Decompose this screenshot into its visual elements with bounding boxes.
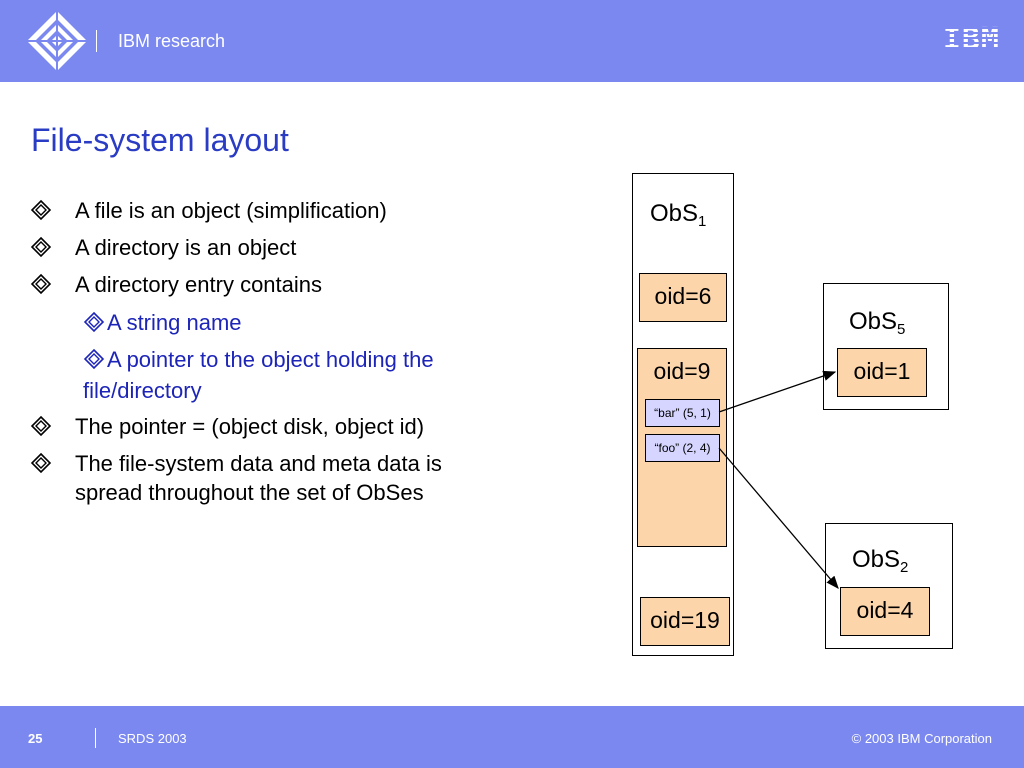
object-oid-4: oid=4 — [840, 587, 930, 636]
foo-pointer-arrow — [718, 447, 839, 589]
object-oid-19: oid=19 — [640, 597, 730, 646]
footer-divider — [95, 728, 96, 748]
ibm-logo: IBM — [942, 22, 1000, 57]
bullet-text: The pointer = (object disk, object id) — [75, 414, 425, 439]
diamond-bullet-icon — [30, 273, 52, 295]
bullet-item: A directory entry contains — [30, 270, 510, 299]
sub-bullet-text: A string name — [107, 310, 242, 335]
page-number: 25 — [28, 731, 43, 746]
footer-bar: 25 SRDS 2003 © 2003 IBM Corporation — [0, 706, 1024, 768]
diamond-bullet-icon — [30, 199, 52, 221]
bullet-item: A directory is an object — [30, 233, 510, 262]
object-oid-1: oid=1 — [837, 348, 927, 397]
diamond-bullet-icon — [83, 348, 105, 370]
sub-bullet-item: A pointer to the object holding the file… — [30, 344, 510, 406]
object-oid-6: oid=6 — [639, 273, 727, 322]
header-org-text: IBM research — [118, 31, 226, 51]
bullet-text: A directory is an object — [75, 235, 297, 260]
bullet-item: The file-system data and meta data is sp… — [30, 449, 480, 507]
obs2-label: ObS2 — [852, 546, 909, 576]
bullet-item: A file is an object (simplification) — [30, 196, 510, 225]
header-divider — [96, 30, 97, 52]
directory-oid-label: oid=9 — [653, 358, 711, 384]
conference-name: SRDS 2003 — [118, 731, 187, 746]
bullet-item: The pointer = (object disk, object id) — [30, 412, 510, 441]
obs5-label: ObS5 — [849, 308, 906, 338]
obs1-label: ObS1 — [650, 200, 707, 230]
directory-entry-foo: “foo” (2, 4) — [645, 434, 720, 462]
diamond-bullet-icon — [30, 415, 52, 437]
slide-title: File-system layout — [31, 122, 289, 158]
header-bar: IBM research IBM — [0, 0, 1024, 82]
diamond-bullet-icon — [30, 452, 52, 474]
sub-bullet-item: A string name — [30, 307, 510, 338]
directory-entry-bar: “bar” (5, 1) — [645, 399, 720, 427]
bullet-list: A file is an object (simplification) A d… — [30, 196, 510, 515]
diamond-bullet-icon — [83, 311, 105, 333]
sub-bullet-text: A pointer to the object holding the file… — [83, 347, 434, 403]
bar-pointer-arrow — [718, 370, 837, 413]
bullet-text: The file-system data and meta data is sp… — [75, 451, 442, 505]
copyright-text: © 2003 IBM Corporation — [851, 731, 992, 746]
diamond-logo-icon — [27, 11, 87, 71]
bullet-text: A directory entry contains — [75, 272, 323, 297]
diamond-bullet-icon — [30, 236, 52, 258]
bullet-text: A file is an object (simplification) — [75, 198, 387, 223]
